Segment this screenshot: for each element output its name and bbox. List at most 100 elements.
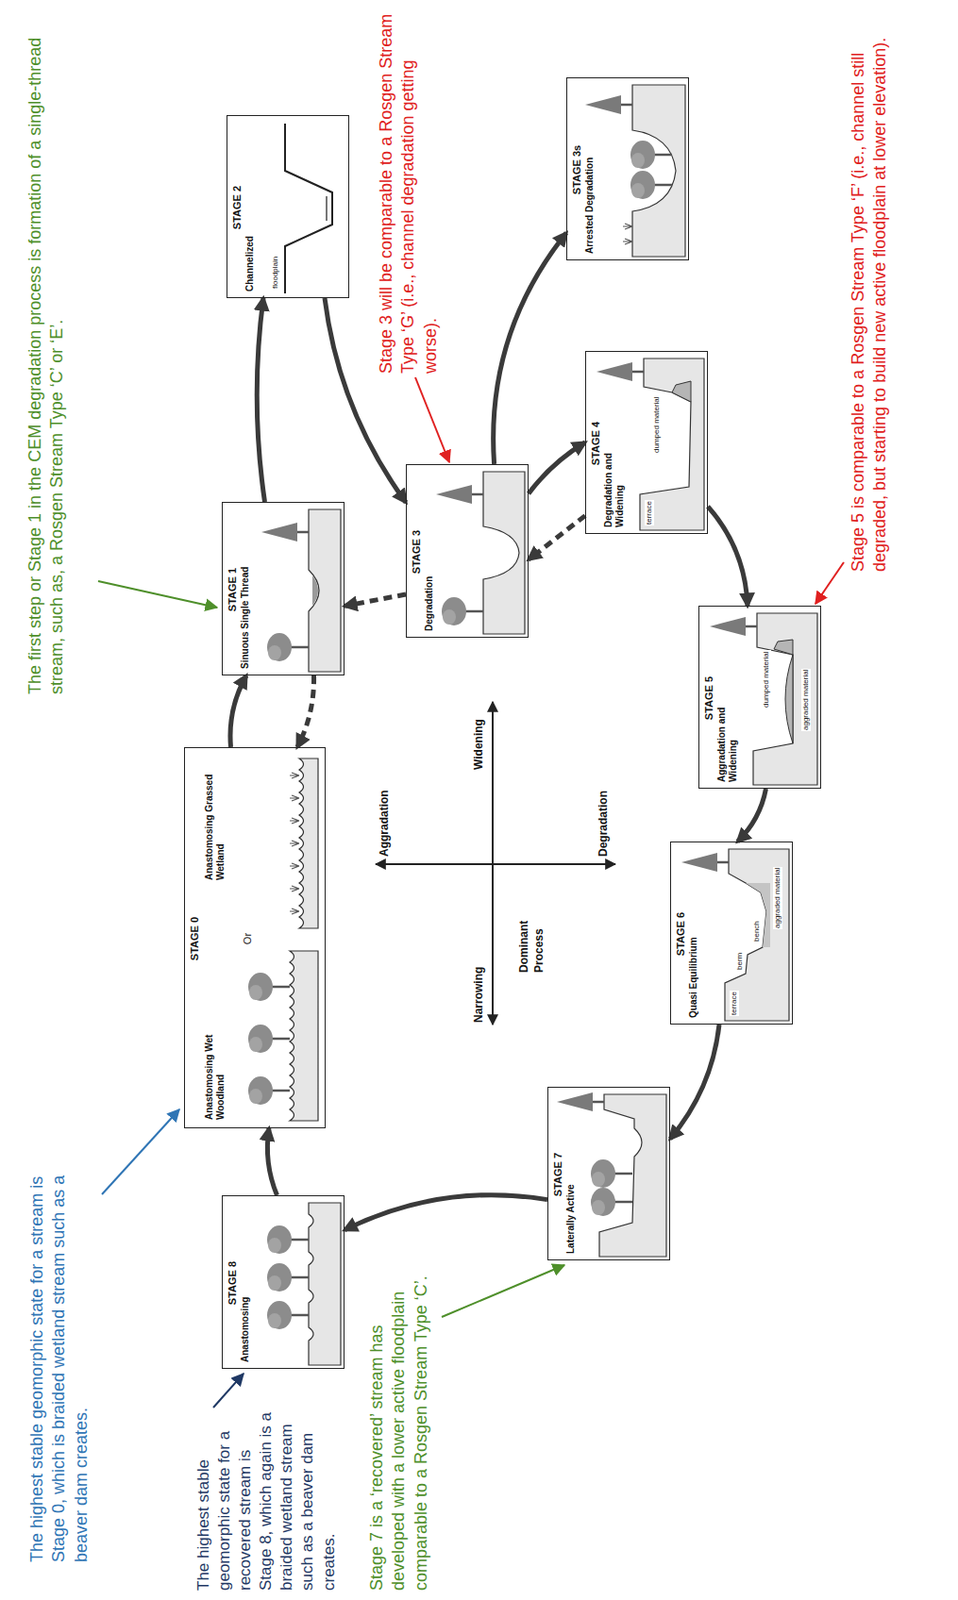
grass bbox=[289, 840, 300, 847]
feature-label: dumped material bbox=[652, 395, 662, 454]
stage-box: STAGE 6Quasi Equilibrium terrace berm bench… bbox=[670, 841, 793, 1026]
axis-label: Widening bbox=[471, 694, 488, 771]
tree bbox=[681, 853, 729, 873]
stage-box: STAGE 7Laterally Active bbox=[547, 1087, 671, 1261]
stage-number: STAGE 4 bbox=[589, 353, 603, 534]
stage-name: Anastomosing bbox=[239, 1259, 252, 1363]
stage-number: STAGE 0 bbox=[188, 750, 202, 1128]
channel-section bbox=[632, 84, 686, 257]
leader-line bbox=[815, 562, 844, 605]
tree bbox=[248, 973, 290, 1002]
stage-name: Degradation and Widening bbox=[603, 433, 626, 528]
note-text: The highest stable geomorphic state for … bbox=[193, 1407, 340, 1592]
stage-name: Channelized bbox=[244, 187, 256, 292]
dumped-material bbox=[672, 381, 691, 403]
water bbox=[312, 575, 319, 606]
tree bbox=[267, 1301, 309, 1330]
note-text: Stage 7 is a ‘recovered’ stream has deve… bbox=[366, 1265, 433, 1592]
axis-label: Dominant Process bbox=[517, 905, 547, 974]
feature-label: aggraded material bbox=[801, 669, 811, 732]
stage-0-sketch bbox=[248, 758, 319, 1122]
aggraded-material bbox=[745, 883, 771, 948]
stage-7-sketch bbox=[556, 1092, 667, 1258]
stage-arrow bbox=[528, 442, 586, 494]
note-text: The highest stable geomorphic state for … bbox=[26, 1166, 93, 1564]
leader-line bbox=[441, 1265, 565, 1318]
stage-name: Anastomosing Wet Woodland bbox=[203, 1007, 227, 1121]
water bbox=[325, 196, 328, 221]
note-text: Stage 3 will be comparable to a Rosgen S… bbox=[375, 10, 442, 374]
feature-label: bench bbox=[752, 920, 762, 943]
stage-box: STAGE 3sArrested Degradation bbox=[566, 77, 690, 261]
tree bbox=[267, 1263, 309, 1293]
tree bbox=[261, 522, 309, 542]
feature-label: berm bbox=[735, 952, 745, 972]
grass bbox=[289, 863, 300, 870]
stage-6-sketch bbox=[681, 849, 790, 1022]
stage-arrow bbox=[344, 1195, 548, 1231]
stage-number: STAGE 1 bbox=[226, 504, 239, 675]
tree bbox=[590, 1159, 633, 1189]
grass bbox=[622, 238, 633, 245]
stage-arrow bbox=[267, 1128, 277, 1196]
channel-section bbox=[308, 509, 341, 673]
channel-section bbox=[639, 358, 705, 531]
channel-section bbox=[483, 471, 525, 635]
stage-box: STAGE 2Channelizedfloodplain bbox=[226, 115, 350, 299]
stage-arrow bbox=[670, 1025, 720, 1140]
stage-arrow bbox=[738, 789, 767, 842]
tree bbox=[556, 1092, 605, 1112]
reverse-arrow bbox=[297, 675, 315, 748]
stage-box: STAGE 0Anastomosing Wet WoodlandOrAnasto… bbox=[184, 747, 326, 1129]
stage-name: Quasi Equilibrium bbox=[688, 924, 700, 1019]
stage-name: Aggradation and Widening bbox=[716, 688, 740, 783]
tree bbox=[630, 170, 673, 200]
stage-number: STAGE 5 bbox=[703, 608, 716, 789]
tree bbox=[709, 617, 757, 637]
tree bbox=[590, 1188, 633, 1217]
leader-line bbox=[213, 1374, 244, 1409]
stage-1-sketch bbox=[261, 509, 341, 673]
stage-5-sketch bbox=[709, 613, 818, 786]
feature-label: dumped material bbox=[761, 650, 772, 709]
stage-name: Anastomosing Grassed Wetland bbox=[203, 757, 227, 881]
tree bbox=[248, 1025, 290, 1054]
channel-section bbox=[753, 613, 818, 786]
feature-label: aggraded material bbox=[773, 867, 783, 930]
wetland-ground bbox=[289, 951, 319, 1122]
aggraded-material bbox=[785, 655, 793, 744]
stage-number: STAGE 3s bbox=[571, 80, 584, 260]
channel-section bbox=[308, 1203, 341, 1366]
grass bbox=[289, 818, 300, 824]
stage-4-sketch bbox=[596, 358, 705, 531]
stage-name: Sinuous Single Thread bbox=[239, 565, 252, 670]
stage-arrow bbox=[493, 233, 567, 465]
leader-line bbox=[98, 581, 218, 608]
channel-section bbox=[285, 123, 333, 294]
tree bbox=[248, 1076, 290, 1106]
axis-label: Narrowing bbox=[471, 938, 488, 1024]
tree bbox=[585, 95, 633, 115]
tree bbox=[267, 633, 309, 662]
stage-8-sketch bbox=[267, 1203, 341, 1366]
stage-box: STAGE 1Sinuous Single Thread bbox=[221, 502, 345, 676]
axis-label: Degradation bbox=[596, 767, 612, 858]
stage-number: STAGE 8 bbox=[226, 1198, 239, 1369]
stage-name: Degradation bbox=[423, 527, 436, 632]
stage-box: STAGE 8Anastomosing bbox=[221, 1195, 345, 1370]
stage-number: STAGE 2 bbox=[231, 117, 244, 298]
stage-3s-sketch bbox=[585, 84, 686, 257]
tree bbox=[630, 140, 673, 169]
grass bbox=[289, 886, 300, 892]
stage-number: STAGE 7 bbox=[552, 1090, 565, 1261]
stage-2-sketch bbox=[285, 123, 333, 294]
stage-number: STAGE 3 bbox=[410, 467, 423, 638]
reverse-arrow bbox=[528, 516, 586, 561]
stage-number: STAGE 6 bbox=[674, 844, 688, 1025]
feature-label: terrace bbox=[729, 991, 740, 1017]
stage-name: Laterally Active bbox=[565, 1150, 577, 1255]
stage-arrow bbox=[256, 298, 265, 503]
